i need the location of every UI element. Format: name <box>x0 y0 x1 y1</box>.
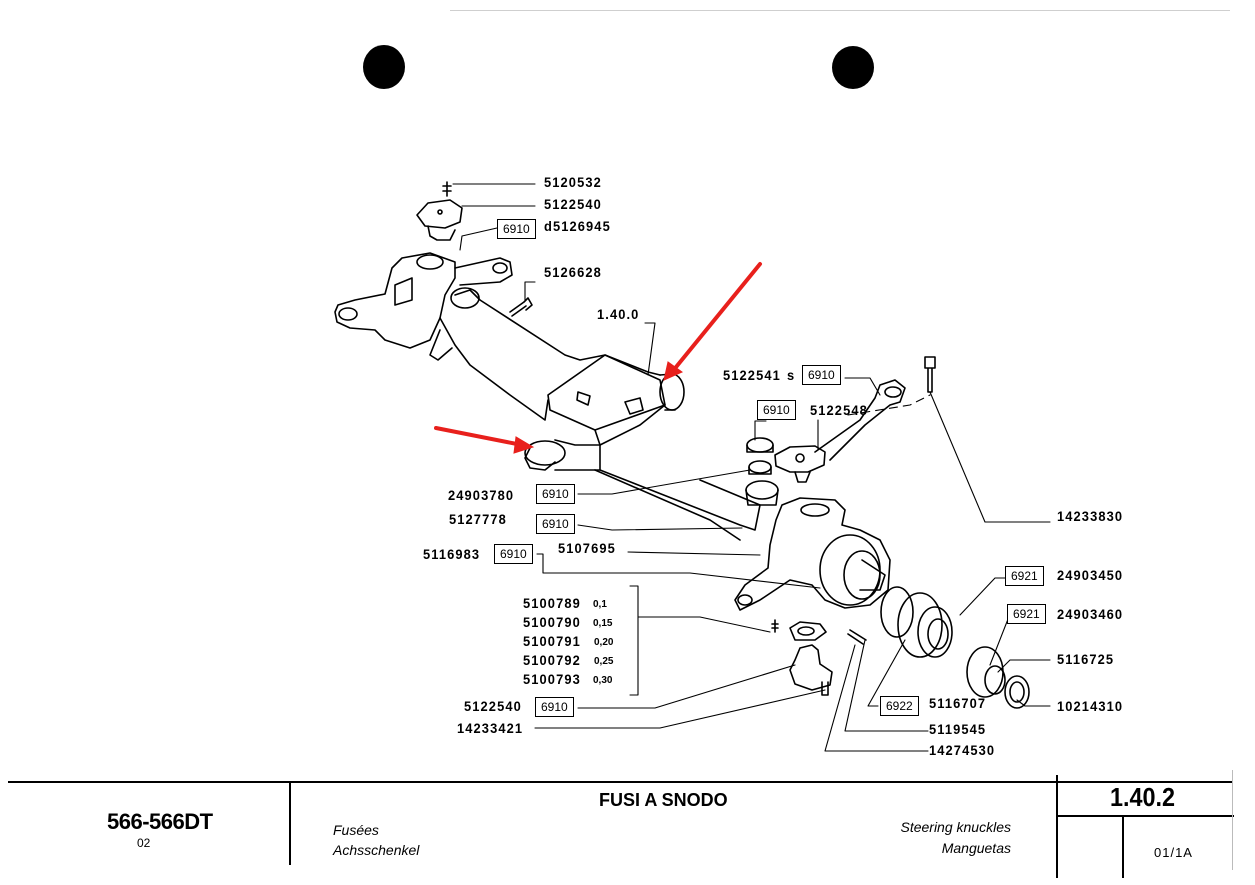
red-arrow-upper <box>670 262 762 374</box>
part-label: 24903450 <box>1057 567 1124 583</box>
part-label: 5120532 <box>544 174 602 190</box>
part-label: 14233421 <box>457 720 524 736</box>
title-spanish: Manguetas <box>941 840 1011 856</box>
top-rule <box>450 10 1230 11</box>
part-label: 5122548 <box>810 402 868 418</box>
title-german: Achsschenkel <box>333 842 420 858</box>
catalog-code-box: 6921 <box>1005 566 1044 586</box>
red-arrow-upper-head <box>663 361 684 381</box>
shim-part: 5100792 <box>523 652 581 668</box>
page-code: 01/1A <box>1154 845 1193 860</box>
catalog-code-box: 6910 <box>536 514 575 534</box>
part-label: 10214310 <box>1057 698 1124 714</box>
leader-lines <box>452 183 1051 752</box>
model-number: 566-566DT <box>107 809 213 834</box>
left-steering-knuckle <box>334 252 513 361</box>
part-label: 14274530 <box>929 742 996 758</box>
part-label: 24903460 <box>1057 606 1124 622</box>
upper-right-parts <box>745 356 936 506</box>
shim-thickness: 0,25 <box>594 656 614 667</box>
catalog-code-box: 6910 <box>536 484 575 504</box>
part-label: 5122541 <box>723 367 781 383</box>
part-label: 5127778 <box>449 511 507 527</box>
reference-label: 1.40.0 <box>597 306 640 322</box>
part-label: 5126628 <box>544 264 602 280</box>
part-label: 14233830 <box>1057 508 1124 524</box>
catalog-code-box: 6921 <box>1007 604 1046 624</box>
part-label: 5119545 <box>929 721 987 737</box>
part-label: 5116983 <box>423 546 481 562</box>
footer-divider-1 <box>289 783 291 865</box>
catalog-code-box: 6910 <box>757 400 796 420</box>
catalog-code-box: 6922 <box>880 696 919 716</box>
shim-thickness: 0,15 <box>593 618 613 629</box>
part-label: 24903780 <box>448 487 515 503</box>
shim-part: 5100789 <box>523 595 581 611</box>
part-label: 5122540 <box>544 196 602 212</box>
part-label: 5122540 <box>464 698 522 714</box>
footer-top-rule <box>8 781 1233 783</box>
footer-divider-2 <box>1056 775 1058 878</box>
part-suffix: s <box>787 367 796 383</box>
section-number: 1.40.2 <box>1110 782 1176 812</box>
top-cap <box>416 181 463 241</box>
part-label: 5116707 <box>929 695 987 711</box>
red-arrow-lower-head <box>513 436 535 454</box>
shim-thickness: 0,1 <box>593 599 607 610</box>
axle-beam <box>439 287 761 541</box>
page-title: FUSI A SNODO <box>599 790 728 810</box>
shim-thickness: 0,20 <box>594 637 614 648</box>
catalog-code-box: 6910 <box>802 365 841 385</box>
footer-divider-3 <box>1122 815 1124 878</box>
title-english: Steering knuckles <box>900 819 1011 835</box>
red-arrow-lower <box>434 426 524 447</box>
catalog-code-box: 6910 <box>497 219 536 239</box>
part-label: d5126945 <box>544 218 611 234</box>
annotation-arrows <box>434 262 762 454</box>
catalog-code-box: 6910 <box>494 544 533 564</box>
right-knuckle-hub <box>734 497 1030 709</box>
footer-section-rule <box>1056 815 1234 817</box>
part-label: 5116725 <box>1057 651 1115 667</box>
punch-hole-right <box>832 46 874 89</box>
shim-part: 5100793 <box>523 671 581 687</box>
part-label: 5107695 <box>558 540 616 556</box>
punch-hole-left <box>363 45 405 89</box>
title-french: Fusées <box>333 822 379 838</box>
shim-part: 5100791 <box>523 633 581 649</box>
model-sub: 02 <box>137 836 151 850</box>
shim-part: 5100790 <box>523 614 581 630</box>
shim-thickness: 0,30 <box>593 675 613 686</box>
footer-right-edge <box>1232 770 1233 870</box>
catalog-code-box: 6910 <box>535 697 574 717</box>
